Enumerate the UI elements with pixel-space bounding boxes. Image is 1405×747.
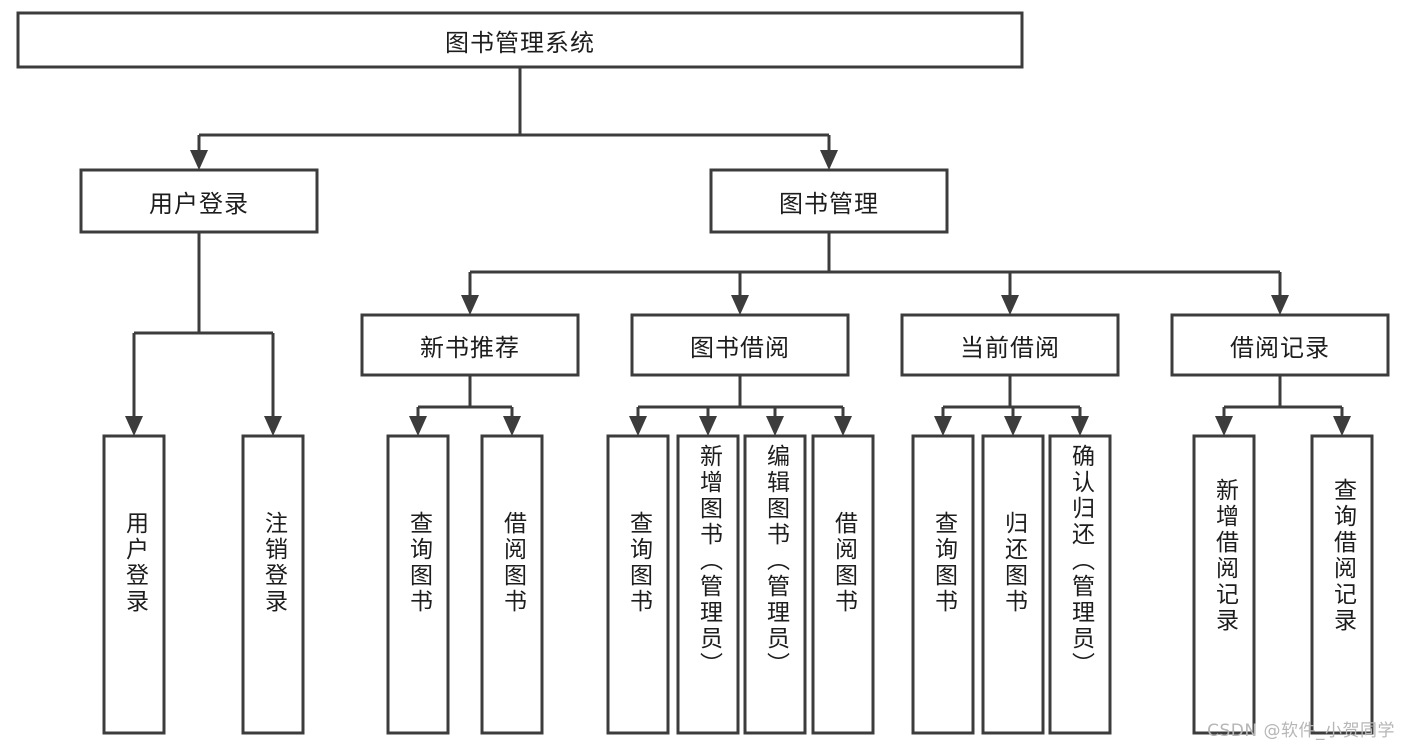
- node-box-leaf-add-record[interactable]: [1192, 434, 1256, 735]
- node-box-leaf-query-book-b[interactable]: [606, 434, 670, 735]
- arrowhead-leaf-edit-book: [766, 416, 784, 436]
- node-box-new-book-rec[interactable]: [360, 313, 580, 377]
- arrowhead-leaf-add-book: [699, 416, 717, 436]
- node-box-leaf-query-book-c[interactable]: [911, 434, 975, 735]
- arrowhead-leaf-user-login: [125, 416, 143, 436]
- arrowhead-leaf-borrow-book-rec: [503, 416, 521, 436]
- arrowhead-leaf-return-book: [1004, 416, 1022, 436]
- connectors-userlogin-to-leaves: [125, 232, 282, 436]
- connectors-currentborrow-to-leaves: [934, 375, 1089, 436]
- arrowhead-leaf-add-record: [1215, 416, 1233, 436]
- node-box-leaf-return-book[interactable]: [981, 434, 1045, 735]
- node-box-leaf-borrow-book-rec[interactable]: [480, 434, 544, 735]
- node-box-borrow-record[interactable]: [1170, 313, 1390, 377]
- arrowhead-leaf-logout: [264, 416, 282, 436]
- arrowhead-leaf-query-book-c: [934, 416, 952, 436]
- node-box-leaf-confirm-return[interactable]: [1048, 434, 1112, 735]
- connectors-bookborrow-to-leaves: [629, 375, 852, 436]
- arrowhead-current-borrow: [1001, 295, 1019, 315]
- node-box-current-borrow[interactable]: [900, 313, 1120, 377]
- node-box-leaf-edit-book[interactable]: [743, 434, 807, 735]
- node-box-leaf-add-book[interactable]: [676, 434, 740, 735]
- arrowhead-leaf-query-book-rec: [409, 416, 427, 436]
- node-box-book-manage[interactable]: [709, 168, 949, 234]
- arrowhead-book-borrow: [731, 295, 749, 315]
- node-box-leaf-logout[interactable]: [241, 434, 305, 735]
- node-box-leaf-borrow-book-b[interactable]: [811, 434, 875, 735]
- node-box-leaf-query-record[interactable]: [1310, 434, 1374, 735]
- arrowhead-new-book-rec: [461, 295, 479, 315]
- arrowhead-borrow-record: [1271, 295, 1289, 315]
- arrowhead-leaf-confirm-return: [1071, 416, 1089, 436]
- arrowhead-user-login: [190, 150, 208, 170]
- arrowhead-book-manage: [820, 150, 838, 170]
- node-box-leaf-user-login[interactable]: [102, 434, 166, 735]
- node-box-leaf-query-book-rec[interactable]: [386, 434, 450, 735]
- connectors-bookmanage-to-level3: [461, 232, 1289, 315]
- node-box-book-borrow[interactable]: [630, 313, 850, 377]
- arrowhead-leaf-query-record: [1333, 416, 1351, 436]
- node-box-user-login[interactable]: [79, 168, 319, 234]
- arrowhead-leaf-borrow-book-b: [834, 416, 852, 436]
- node-box-root[interactable]: [16, 11, 1024, 69]
- connectors-borrowrecord-to-leaves: [1215, 375, 1351, 436]
- arrowhead-leaf-query-book-b: [629, 416, 647, 436]
- connectors-newbookrec-to-leaves: [409, 375, 521, 436]
- connectors-root-to-level2: [190, 67, 838, 170]
